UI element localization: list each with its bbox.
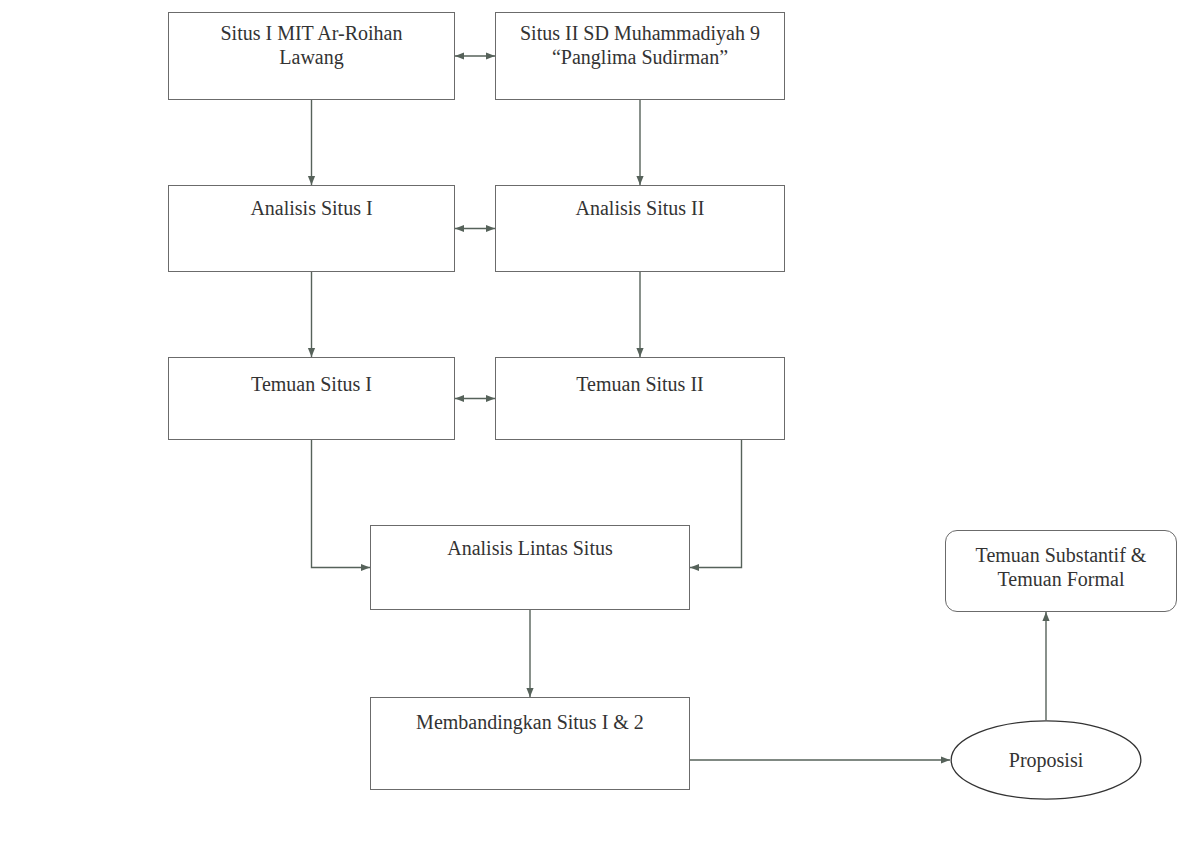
node-text: Temuan Situs I	[182, 372, 442, 396]
process-box: Situs II SD Muhammadiyah 9 “Panglima Sud…	[495, 12, 785, 100]
node-text: Analisis Situs I	[182, 196, 442, 220]
connector-arrow	[311, 272, 312, 357]
connector-arrow	[690, 759, 950, 760]
node-text: Proposisi	[961, 748, 1131, 772]
connector-arrow	[455, 398, 495, 399]
proposition-ellipse: Proposisi	[950, 720, 1142, 800]
process-box: Temuan Situs I	[168, 357, 455, 440]
connector-arrow	[529, 610, 530, 697]
process-box: Membandingkan Situs I & 2	[370, 697, 690, 790]
connector-arrow	[455, 55, 495, 56]
connector-arrow	[690, 440, 742, 568]
node-text: Analisis Lintas Situs	[385, 536, 675, 560]
node-text: Temuan Substantif & Temuan Formal	[961, 543, 1161, 591]
ellipse-shape	[951, 721, 1141, 799]
connector-arrow	[639, 100, 640, 185]
connector-arrow	[1045, 612, 1046, 720]
connector-arrow	[639, 272, 640, 357]
process-box: Analisis Situs II	[495, 185, 785, 272]
process-box: Temuan Situs II	[495, 357, 785, 440]
node-text: Situs I MIT Ar-Roihan Lawang	[204, 21, 419, 69]
result-box: Temuan Substantif & Temuan Formal	[945, 530, 1177, 612]
process-box: Situs I MIT Ar-Roihan Lawang	[168, 12, 455, 100]
connector-arrow	[311, 100, 312, 185]
node-text: Analisis Situs II	[510, 196, 770, 220]
node-text: Temuan Situs II	[510, 372, 770, 396]
process-box: Analisis Lintas Situs	[370, 525, 690, 610]
connector-arrow	[455, 228, 495, 229]
connector-arrow	[312, 440, 371, 568]
node-text: Membandingkan Situs I & 2	[385, 710, 675, 734]
process-box: Analisis Situs I	[168, 185, 455, 272]
node-text: Situs II SD Muhammadiyah 9 “Panglima Sud…	[509, 21, 771, 69]
